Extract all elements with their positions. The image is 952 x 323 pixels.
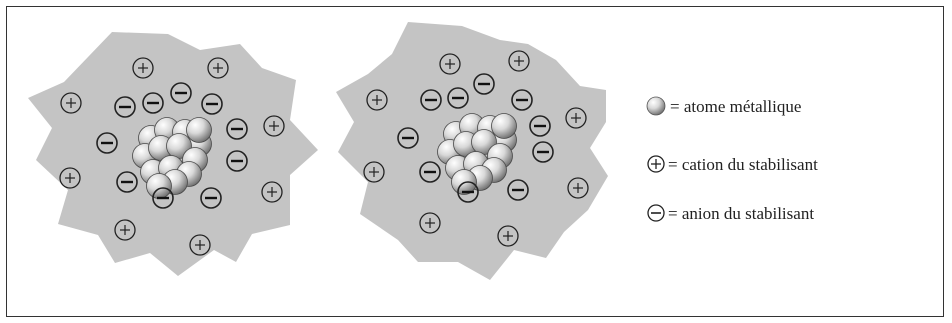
metal-atom-icon xyxy=(647,97,665,115)
particle-left xyxy=(28,32,318,276)
legend-cation-label: = cation du stabilisant xyxy=(668,155,818,174)
legend-item-anion: = anion du stabilisant xyxy=(648,204,814,223)
metal-atom xyxy=(147,174,172,199)
particle-right xyxy=(336,22,608,280)
legend-item-metal-atom: = atome métallique xyxy=(647,97,801,116)
legend: = atome métallique = cation du stabilisa… xyxy=(647,97,818,223)
metal-atom xyxy=(187,118,212,143)
legend-anion-label: = anion du stabilisant xyxy=(668,204,814,223)
legend-metal-atom-label: = atome métallique xyxy=(670,97,801,116)
legend-item-cation: = cation du stabilisant xyxy=(648,155,818,174)
metal-atom xyxy=(492,114,517,139)
